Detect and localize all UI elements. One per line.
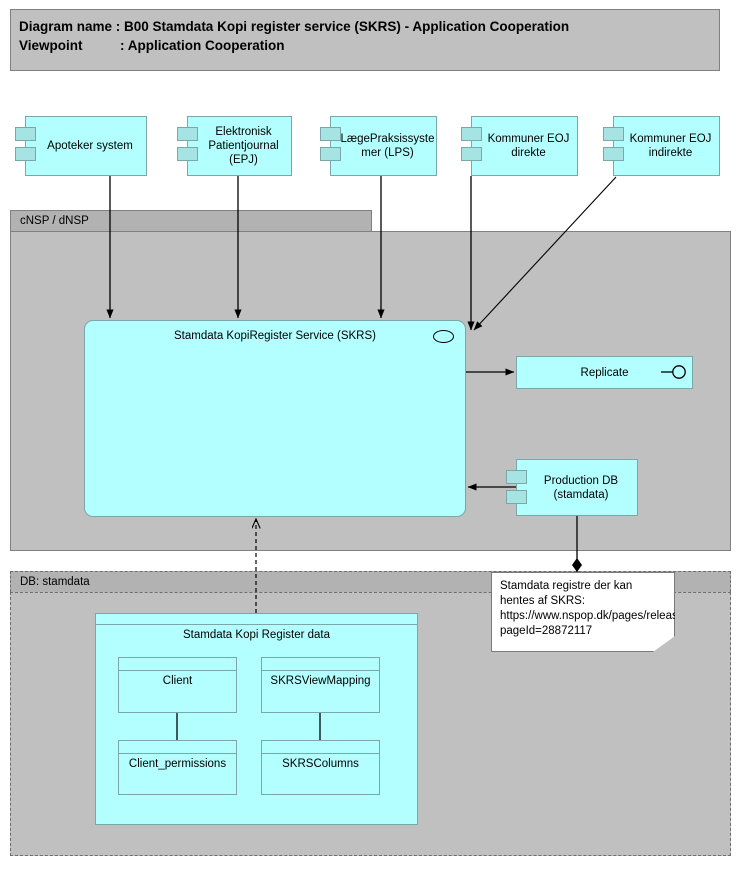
component-tab-icon: [506, 470, 527, 484]
component-lps[interactable]: LægePraksissyste mer (LPS): [320, 116, 437, 176]
diagram-title-block: Diagram name : B00 Stamdata Kopi registe…: [10, 9, 720, 71]
component-production-db[interactable]: Production DB (stamdata): [506, 459, 638, 516]
interface-oval-icon: [433, 330, 454, 343]
component-tab-icon: [461, 147, 482, 161]
component-production-db-label: Production DB (stamdata): [543, 474, 619, 501]
note-stamdata-registre[interactable]: Stamdata registre der kan hentes af SKRS…: [491, 572, 675, 652]
group-db-stamdata-label: DB: stamdata: [20, 576, 90, 588]
replicate-box[interactable]: Replicate: [516, 356, 693, 389]
component-tab-icon: [15, 147, 36, 161]
component-epj-label: Elektronisk Patientjournal (EPJ): [208, 126, 279, 166]
datablock-header-strip: [96, 614, 417, 625]
component-tab-icon: [15, 127, 36, 141]
group-cnsp-dnsp-label: cNSP / dNSP: [20, 215, 89, 227]
component-kommuner-eoj-direkte-label: Kommuner EOJ direkte: [487, 133, 570, 159]
note-text: Stamdata registre der kan hentes af SKRS…: [500, 580, 741, 637]
component-tab-icon: [603, 147, 624, 161]
entity-client-permissions[interactable]: Client_permissions: [118, 740, 237, 795]
component-apoteker-system[interactable]: Apoteker system: [15, 116, 147, 176]
entity-header-strip: [119, 741, 236, 754]
component-tab-icon: [506, 490, 527, 504]
component-tab-icon: [320, 147, 341, 161]
group-cnsp-dnsp-tab: cNSP / dNSP: [10, 210, 372, 231]
service-skrs-label: Stamdata KopiRegister Service (SKRS): [174, 330, 376, 342]
viewpoint-line: Viewpoint : Application Cooperation: [19, 38, 285, 53]
entity-header-strip: [119, 658, 236, 671]
component-tab-icon: [177, 147, 198, 161]
entity-client-label: Client: [162, 675, 193, 687]
service-skrs[interactable]: Stamdata KopiRegister Service (SKRS): [84, 320, 466, 517]
entity-client[interactable]: Client: [118, 657, 237, 713]
entity-skrscolumns[interactable]: SKRSColumns: [261, 740, 380, 795]
entity-skrsviewmapping-label: SKRSViewMapping: [270, 675, 371, 687]
component-kommuner-eoj-direkte[interactable]: Kommuner EOJ direkte: [461, 116, 578, 176]
diagram-name-line: Diagram name : B00 Stamdata Kopi registe…: [19, 19, 570, 34]
component-kommuner-eoj-indirekte[interactable]: Kommuner EOJ indirekte: [603, 116, 720, 176]
component-epj[interactable]: Elektronisk Patientjournal (EPJ): [177, 116, 292, 176]
entity-header-strip: [262, 658, 379, 671]
component-tab-icon: [461, 127, 482, 141]
entity-header-strip: [262, 741, 379, 754]
entity-skrsviewmapping[interactable]: SKRSViewMapping: [261, 657, 380, 713]
datablock-title: Stamdata Kopi Register data: [182, 629, 331, 641]
component-tab-icon: [320, 127, 341, 141]
entity-skrscolumns-label: SKRSColumns: [282, 758, 359, 770]
component-apoteker-system-label: Apoteker system: [47, 140, 133, 152]
component-kommuner-eoj-indirekte-label: Kommuner EOJ indirekte: [629, 133, 712, 159]
entity-client-permissions-label: Client_permissions: [128, 758, 227, 770]
component-tab-icon: [603, 127, 624, 141]
component-lps-label: LægePraksissyste mer (LPS): [340, 133, 435, 159]
component-tab-icon: [177, 127, 198, 141]
replicate-label: Replicate: [580, 366, 629, 379]
